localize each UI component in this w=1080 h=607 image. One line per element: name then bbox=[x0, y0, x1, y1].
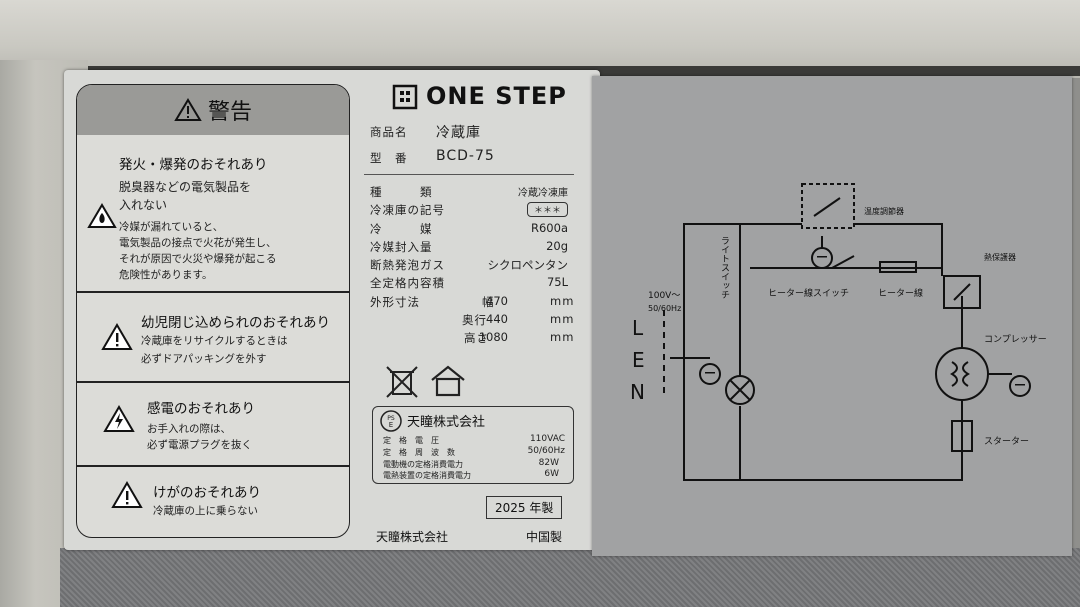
compressor-label: コンプレッサー bbox=[984, 335, 1047, 345]
caution-icon bbox=[111, 481, 143, 508]
rating-label: 定 格 周 波 数 bbox=[383, 448, 455, 457]
wiring-diagram-label: 温度調節器 ライトスイッチ ヒーター線スイッチ ヒーター線 熱保護器 コンプレッ… bbox=[592, 76, 1072, 556]
terminal-l: L bbox=[632, 316, 644, 340]
divider bbox=[77, 465, 349, 467]
warning-title: 警告 bbox=[207, 100, 252, 125]
spec-value: 冷蔵冷凍庫 bbox=[518, 188, 568, 199]
warning-shock-line: お手入れの際は、 bbox=[147, 423, 231, 435]
dimension-name: 幅 bbox=[482, 295, 495, 309]
dimension-value: 470 bbox=[486, 294, 508, 308]
starter-label: スターター bbox=[984, 437, 1030, 447]
divider bbox=[77, 291, 349, 293]
svg-text:E: E bbox=[389, 421, 393, 429]
spec-value: シクロペンタン bbox=[487, 258, 569, 272]
warning-injury-line: 冷蔵庫の上に乗らない bbox=[153, 505, 258, 517]
warning-fire-line: 冷媒が漏れていると、 bbox=[119, 221, 224, 233]
warning-entrapment-line: 冷蔵庫をリサイクルするときは bbox=[141, 335, 288, 347]
dimension-value: 1080 bbox=[478, 330, 508, 344]
protector-label: 熱保護器 bbox=[984, 253, 1016, 262]
spec-label: 冷 媒 bbox=[370, 222, 433, 236]
cabinet-back-panel bbox=[60, 548, 1080, 607]
warning-fire-line: 電気製品の接点で火花が発生し、 bbox=[119, 237, 277, 249]
spec-label: 冷媒封入量 bbox=[370, 240, 433, 254]
warning-injury-title: けがのおそれあり bbox=[153, 485, 261, 501]
spec-label: 種 類 bbox=[370, 185, 433, 199]
warning-fire-line: 脱臭器などの電気製品を bbox=[119, 180, 252, 194]
warning-entrapment-line: 必ずドアパッキングを外す bbox=[141, 353, 267, 365]
dimension-unit: mm bbox=[550, 294, 575, 308]
light-switch-label: ライトスイッチ bbox=[719, 236, 729, 299]
manufacturer-name: 天瞳株式会社 bbox=[407, 415, 486, 430]
product-name-label: 商品名 bbox=[370, 125, 408, 139]
caution-icon bbox=[101, 323, 133, 350]
model-label: 型 番 bbox=[370, 151, 408, 165]
spec-label: 警告 発火・爆発のおそれあり 脱臭器などの電気製品を 入れない 冷媒が漏れている… bbox=[64, 70, 600, 550]
pse-box: PS E 天瞳株式会社 定 格 電 圧 110VAC 定 格 周 波 数 50/… bbox=[372, 406, 574, 484]
rating-label: 電熱装置の定格消費電力 bbox=[383, 471, 471, 480]
rating-value: 110VAC bbox=[529, 434, 565, 444]
weee-bin-icon bbox=[386, 366, 418, 398]
supply-voltage-label: 100V～ bbox=[648, 291, 681, 301]
warning-shock-line: 必ず電源プラグを抜く bbox=[147, 439, 252, 451]
dimension-unit: mm bbox=[550, 330, 575, 344]
dimension-unit: mm bbox=[550, 312, 575, 326]
warning-shock-title: 感電のおそれあり bbox=[147, 401, 255, 417]
spec-label: 全定格内容積 bbox=[370, 276, 445, 290]
warning-fire-line: 危険性があります。 bbox=[119, 269, 213, 281]
heater-label: ヒーター線 bbox=[878, 289, 924, 299]
warning-fire-title: 発火・爆発のおそれあり bbox=[119, 157, 268, 173]
brand-name: ONE STEP bbox=[426, 82, 567, 110]
spec-value: 75L bbox=[546, 275, 568, 289]
electric-shock-icon bbox=[103, 405, 135, 432]
spec-value: 20g bbox=[546, 239, 568, 253]
caution-icon bbox=[174, 98, 202, 121]
svg-text:PS: PS bbox=[387, 415, 395, 422]
dimension-name: 奥行 bbox=[462, 313, 487, 327]
rating-value: 6W bbox=[544, 469, 559, 479]
supply-frequency-label: 50/60Hz bbox=[648, 304, 682, 313]
dimension-name: 高さ bbox=[464, 331, 489, 345]
spec-value: R600a bbox=[531, 221, 568, 235]
warning-fire-line: それが原因で火災や爆発が起こる bbox=[119, 253, 277, 265]
country-of-origin: 中国製 bbox=[526, 530, 563, 544]
spec-label: 断熱発泡ガス bbox=[370, 258, 445, 272]
warning-box: 警告 発火・爆発のおそれあり 脱臭器などの電気製品を 入れない 冷媒が漏れている… bbox=[76, 84, 350, 538]
rating-label: 定 格 電 圧 bbox=[383, 436, 439, 445]
model-value: BCD-75 bbox=[436, 148, 495, 164]
warning-fire-line: 入れない bbox=[119, 198, 168, 212]
dimension-value: 440 bbox=[486, 312, 508, 326]
divider bbox=[364, 174, 574, 175]
divider bbox=[77, 381, 349, 383]
dimensions-label: 外形寸法 bbox=[370, 295, 420, 309]
cabinet-top bbox=[0, 0, 1080, 78]
terminal-n: N bbox=[630, 380, 645, 404]
rating-value: 82W bbox=[538, 458, 559, 468]
fire-hazard-icon bbox=[87, 203, 117, 228]
product-name-value: 冷蔵庫 bbox=[436, 125, 481, 141]
thermostat-label: 温度調節器 bbox=[864, 207, 904, 216]
freezer-rating: ＊＊＊ bbox=[526, 202, 568, 217]
manufacture-year: 2025 年製 bbox=[486, 496, 563, 519]
pse-mark-icon: PS E bbox=[380, 410, 402, 432]
rating-label: 電動機の定格消費電力 bbox=[383, 460, 463, 469]
footer-company: 天瞳株式会社 bbox=[376, 530, 449, 544]
brand-logo-icon bbox=[392, 84, 418, 110]
indoor-use-house-icon bbox=[431, 365, 465, 397]
wiring-diagram bbox=[663, 183, 1031, 481]
rating-value: 50/60Hz bbox=[527, 446, 565, 456]
heater-switch-label: ヒーター線スイッチ bbox=[768, 289, 850, 299]
warning-entrapment-title: 幼児閉じ込められのおそれあり bbox=[141, 315, 330, 331]
warning-header: 警告 bbox=[77, 85, 349, 135]
terminal-e: E bbox=[632, 348, 645, 372]
spec-label: 冷凍庫の記号 bbox=[370, 203, 445, 217]
